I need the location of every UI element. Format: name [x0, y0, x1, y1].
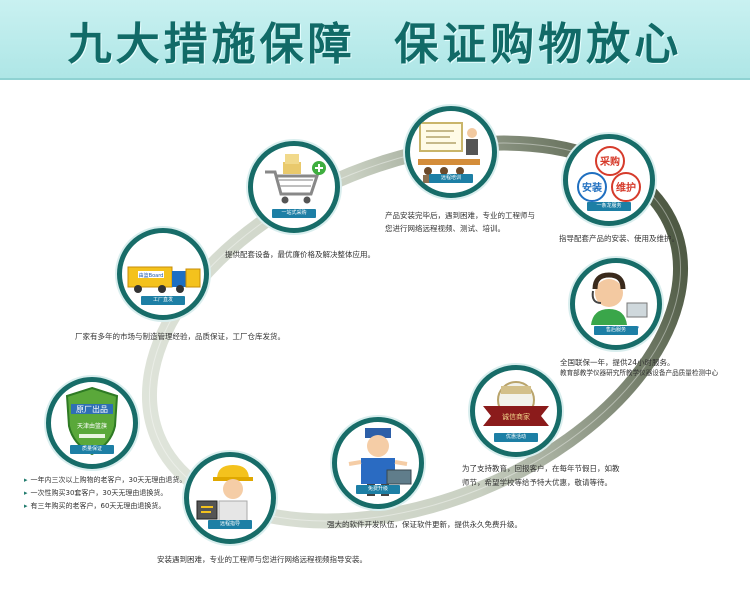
seal-name-text: 天津由篮旗: [77, 422, 107, 430]
tag-service: 售后服务: [594, 326, 638, 335]
purchase-install-maintain-icon: 采购 安装 维护: [577, 146, 641, 202]
caption-service-1: 全国联保一年，提供24小时服务。: [560, 358, 675, 367]
award-ribbon-icon: 诚信商家: [483, 381, 549, 426]
badge-buy: 采购: [599, 155, 620, 168]
caption-cart: 提供配套设备，最优廉价格及解决整体应用。: [225, 250, 375, 259]
guarantee-item-2: ▸一次性购买30套客户，30天无理由退换货。: [24, 489, 168, 497]
truck-label: 由篮Board: [139, 272, 164, 279]
page-title: 九大措施保障 保证购物放心: [67, 19, 683, 70]
caption-discount-1: 为了支持教育，回报客户，在每年节假日，如教: [462, 464, 620, 473]
node-training: 远程培训: [405, 106, 497, 198]
node-software: 免费升级: [332, 417, 424, 509]
badge-install: 安装: [582, 181, 602, 194]
shopping-cart-icon: [265, 154, 326, 204]
guarantee-item-1: ▸一年内三次以上购物的老客户，30天无理由退货。: [24, 476, 187, 484]
badge-repair: 维护: [616, 181, 636, 194]
quality-seal-icon: 原厂出品 天津由篮旗: [65, 386, 119, 456]
tag-purchase: 一条龙服务: [587, 202, 631, 211]
header-banner: 九大措施保障 保证购物放心: [0, 0, 750, 80]
tag-software: 免费升级: [356, 485, 400, 494]
tag-repair: 远程指导: [208, 520, 252, 529]
node-discount: 诚信商家 优惠活动: [470, 365, 562, 457]
worker-helmet-icon: [196, 465, 253, 522]
node-cart: 一站式采购: [248, 141, 340, 233]
caption-discount-2: 师节，希望学校等给予特大优惠，敬请等待。: [462, 478, 612, 487]
caption-training-1: 产品安装完毕后，遇到困难，专业的工程师与: [385, 211, 535, 220]
caption-delivery: 厂家有多年的市场与制造管理经验，品质保证，工厂仓库发货。: [75, 332, 285, 341]
caption-training-2: 您进行网络远程视频、测试、培训。: [385, 224, 505, 233]
tag-quality: 质量保证: [70, 445, 114, 454]
tag-delivery: 工厂直发: [141, 296, 185, 305]
node-delivery: 由篮Board 工厂直发: [117, 228, 209, 320]
tag-cart: 一站式采购: [272, 209, 316, 218]
node-quality: 原厂出品 天津由篮旗 质量保证: [46, 377, 138, 469]
guarantee-item-3: ▸有三年购买的老客户，60天无理由退换货。: [24, 502, 166, 510]
caption-service-2: 教育部教学仪器研究所教学仪器设备产品质量检测中心: [560, 369, 719, 377]
caption-repair: 安装遇到困难，专业的工程师与您进行网络远程视频指导安装。: [157, 555, 367, 564]
node-repair: 远程指导: [184, 452, 276, 544]
tag-discount: 优惠活动: [494, 433, 538, 442]
node-purchase: 采购 安装 维护 一条龙服务: [563, 134, 655, 226]
tag-training: 远程培训: [429, 174, 473, 183]
caption-purchase: 指导配套产品的安装、使用及维护。: [559, 234, 679, 243]
ribbon-text: 诚信商家: [502, 412, 530, 421]
engineer-laptop-icon: [348, 428, 412, 496]
node-service: 400-9577577 售后服务: [570, 258, 662, 350]
caption-software: 强大的软件开发队伍，保证软件更新，提供永久免费升级。: [327, 520, 522, 529]
seal-top-text: 原厂出品: [76, 404, 108, 414]
delivery-truck-icon: 由篮Board: [127, 266, 201, 293]
